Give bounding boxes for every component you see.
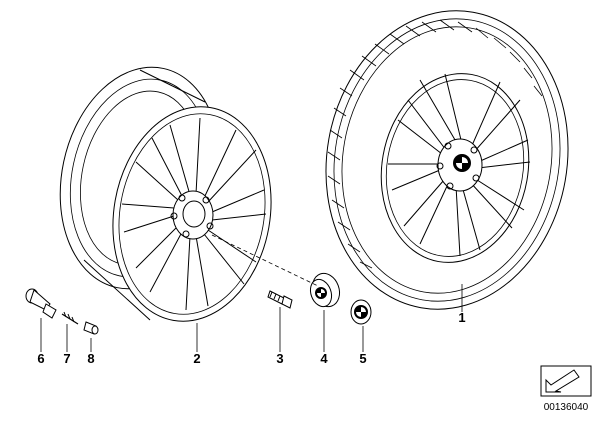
hub-cap-roundel-icon xyxy=(315,287,327,299)
callout-1: 1 xyxy=(458,310,465,325)
callout-8: 8 xyxy=(87,351,94,366)
arrow-icon xyxy=(540,365,592,397)
rim-spokes xyxy=(121,117,267,311)
callout-2: 2 xyxy=(193,351,200,366)
callout-5: 5 xyxy=(359,351,366,366)
callout-7: 7 xyxy=(63,351,70,366)
emblem-drawing xyxy=(350,299,372,325)
valve-drawing xyxy=(25,288,57,319)
complete-wheel-drawing xyxy=(325,10,569,310)
document-number: 00136040 xyxy=(544,402,589,413)
callout-6: 6 xyxy=(37,351,44,366)
callout-4: 4 xyxy=(320,351,328,366)
callout-3: 3 xyxy=(276,351,283,366)
bmw-roundel-icon xyxy=(453,154,471,172)
hub-cap-drawing xyxy=(309,272,341,308)
leader-lines xyxy=(40,234,463,352)
tire-tread xyxy=(327,18,561,302)
rim-hub xyxy=(172,190,214,240)
rim-drawing xyxy=(59,66,272,322)
wheel-bolt-drawing xyxy=(267,290,293,309)
valve-insert-drawing xyxy=(61,311,79,325)
valve-cap-drawing xyxy=(83,321,99,335)
wheel-spokes xyxy=(388,73,531,257)
